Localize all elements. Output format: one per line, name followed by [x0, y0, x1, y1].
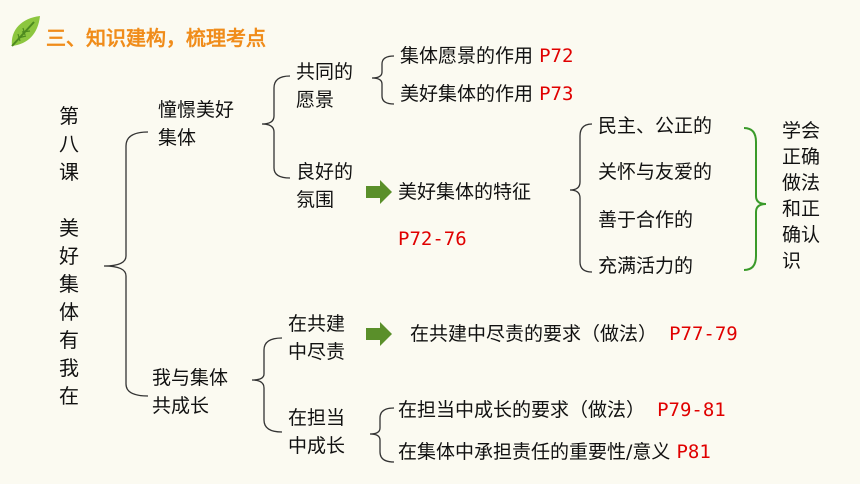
duty-item: 在集体中承担责任的重要性/意义 P81 [398, 441, 711, 463]
vision-bracket [371, 55, 395, 105]
vision-label: 共同的愿景 [296, 61, 354, 111]
feature-label: 美好集体的特征 [398, 181, 532, 203]
branch1-bracket [261, 75, 291, 179]
lesson-title: 第八课 美好集 体有我 在 [59, 104, 79, 408]
trait-item: 充满活力的 [598, 255, 694, 277]
leaf-icon [11, 16, 40, 47]
vision-item: 集体愿景的作用 P72 [400, 45, 574, 67]
duty-item: 在担当中成长的要求（做法） P79-81 [398, 399, 726, 421]
branch2-label: 我与集体共成长 [152, 367, 229, 417]
feature-page-ref: P72-76 [398, 228, 467, 250]
branch1-label: 憧憬美好集体 [158, 99, 235, 149]
trait-item: 善于合作的 [598, 209, 694, 231]
duty-label: 在担当中成长 [288, 407, 346, 457]
arrow-icon [366, 322, 392, 346]
branch2-bracket [251, 337, 283, 433]
build-item: 在共建中尽责的要求（做法） P77-79 [410, 323, 738, 345]
trait-item: 关怀与友爱的 [598, 161, 713, 183]
main-bracket [103, 131, 149, 397]
atmosphere-label: 良好的氛围 [296, 161, 354, 211]
learn-bracket [743, 127, 767, 271]
duty-bracket [369, 407, 395, 463]
page-title: 三、知识建构，梳理考点 [46, 26, 266, 50]
learn-note: 学会正确 做法和正 确认识 [782, 120, 821, 272]
trait-item: 民主、公正的 [598, 115, 713, 137]
arrow-icon [366, 180, 392, 204]
traits-bracket [569, 123, 593, 273]
vision-item: 美好集体的作用 P73 [400, 83, 574, 105]
build-label: 在共建中尽责 [288, 313, 346, 363]
